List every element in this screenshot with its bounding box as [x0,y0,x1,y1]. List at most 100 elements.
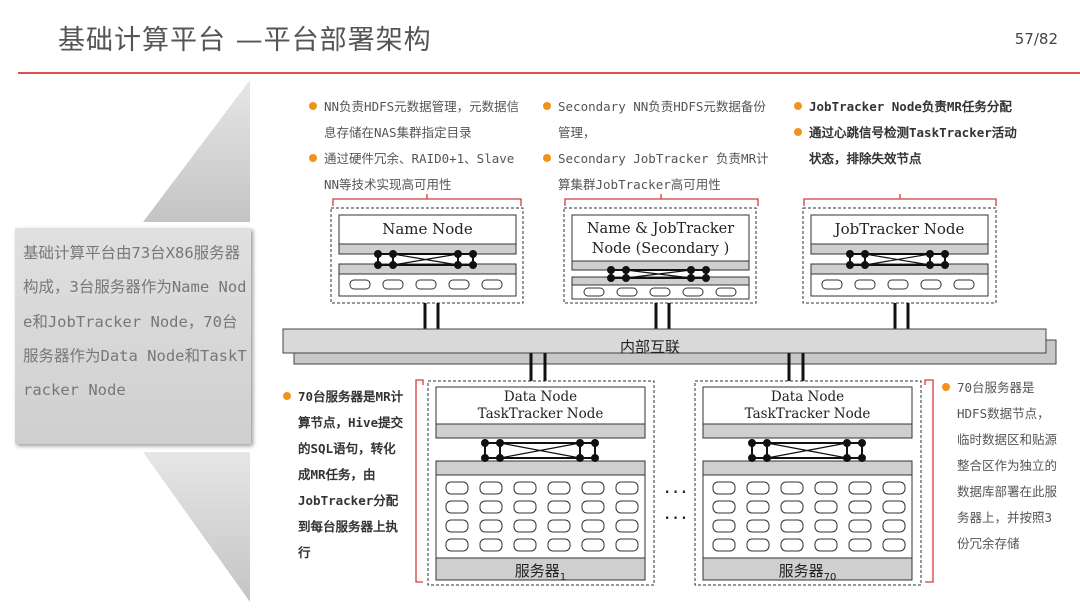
bus-label: 内部互联 [619,338,680,356]
disk-icon [780,519,804,533]
name-node-link [374,250,477,269]
disk-icon [746,519,770,533]
disk-icon [848,519,872,533]
secondary-node-link [607,266,710,282]
note-item: 通过心跳信号检测TaskTracker活动状态，排除失效节点 [793,120,1021,172]
top-disks [349,279,975,297]
data-right-notes: 70台服务器是HDFS数据节点，临时数据区和贴源整合区作为独立的数据库部署在此服… [941,375,1061,557]
disk-icon [581,481,605,495]
disk-icon [712,538,736,552]
data-node-right-box [694,380,922,586]
disk-icon [513,538,537,552]
data-right-link [748,439,866,462]
disk-icon [615,500,639,514]
name-node-label: Name Node [382,220,473,238]
disk-icon [615,481,639,495]
disk-icon [513,519,537,533]
title-divider [18,72,1080,74]
data-left-label-line1: Data Node [503,389,578,405]
secondary-label-line1: Name & JobTracker [586,221,735,237]
disk-icon [814,519,838,533]
note-item: Secondary NN负责HDFS元数据备份管理， [542,94,770,146]
name-node-notes: NN负责HDFS元数据管理，元数据信息存储在NAS集群指定目录 通过硬件冗余、R… [308,94,526,198]
disk-icon [746,481,770,495]
note-item: 通过硬件冗余、RAID0+1、Slave NN等技术实现高可用性 [308,146,526,198]
server-right-name: 服务器 [778,562,824,580]
red-brackets [332,194,997,583]
ellipsis-bottom: ... [664,500,690,524]
note-item: NN负责HDFS元数据管理，元数据信息存储在NAS集群指定目录 [308,94,526,146]
disk-icon [581,519,605,533]
jobtracker-notes: JobTracker Node负责MR任务分配 通过心跳信号检测TaskTrac… [793,94,1021,172]
disk-icon [479,500,503,514]
top-connectors [423,303,910,329]
disk-icon [615,538,639,552]
disk-icon [513,500,537,514]
server-right-index: 70 [823,572,837,583]
disk-icon [445,538,469,552]
disk-icon [848,500,872,514]
disk-icon [882,500,906,514]
page-number: 57/82 [1014,30,1058,48]
disk-icon [882,481,906,495]
disk-icon [882,519,906,533]
disk-icon [547,481,571,495]
server-left-name: 服务器 [514,562,560,580]
bottom-connectors [529,353,805,381]
disk-icon [581,538,605,552]
disk-icon [882,538,906,552]
disk-icon [615,519,639,533]
disk-icon [780,538,804,552]
disk-icon [547,500,571,514]
data-right-label-line2: TaskTracker Node [744,406,871,422]
page-title: 基础计算平台 —平台部署架构 [58,25,432,56]
summary-text: 基础计算平台由73台X86服务器构成，3台服务器作为Name Node和JobT… [23,244,247,400]
disk-icon [746,538,770,552]
disk-icon [814,500,838,514]
note-item: JobTracker Node负责MR任务分配 [793,94,1021,120]
disk-icon [581,500,605,514]
note-item: 70台服务器是HDFS数据节点，临时数据区和贴源整合区作为独立的数据库部署在此服… [941,375,1061,557]
disk-icon [712,519,736,533]
disk-icon [814,481,838,495]
disk-icon [848,538,872,552]
secondary-node-box [563,207,757,304]
secondary-notes: Secondary NN负责HDFS元数据备份管理， Secondary Job… [542,94,770,198]
data-link-symbols [481,439,866,462]
secondary-label-line2: Node (Secondary ) [591,241,730,257]
disk-icon [712,481,736,495]
data-left-link [481,439,599,462]
server-left-index: 1 [559,572,567,583]
jobtracker-node-link [846,250,949,269]
disk-icon [780,500,804,514]
data-left-label-line2: TaskTracker Node [477,406,604,422]
jobtracker-node-label: JobTracker Node [834,220,965,238]
disk-icon [848,481,872,495]
data-right-label-line1: Data Node [770,389,845,405]
server-left-label: 服务器1 [436,560,645,583]
disk-icon [479,481,503,495]
disk-icon [547,538,571,552]
link-symbols [374,250,949,282]
disk-icon [712,500,736,514]
ellipsis-top: ... [664,474,690,498]
data-left-notes: 70台服务器是MR计算节点，Hive提交的SQL语句，转化成MR任务，由JobT… [282,384,404,566]
data-disk-grid [445,481,906,552]
interconnect-bus [282,328,1057,365]
data-node-left-box [427,380,655,586]
up-chevron [143,80,250,222]
down-chevron [143,452,250,602]
disk-icon [445,481,469,495]
server-right-label: 服务器70 [703,560,912,583]
disk-icon [746,500,770,514]
disk-icon [479,538,503,552]
disk-icon [547,519,571,533]
disk-icon [479,519,503,533]
summary-box: 基础计算平台由73台X86服务器构成，3台服务器作为Name Node和JobT… [15,228,251,444]
disk-icon [513,481,537,495]
disk-icon [445,519,469,533]
note-item: Secondary JobTracker 负责MR计算集群JobTracker高… [542,146,770,198]
disk-icon [780,481,804,495]
disk-icon [445,500,469,514]
